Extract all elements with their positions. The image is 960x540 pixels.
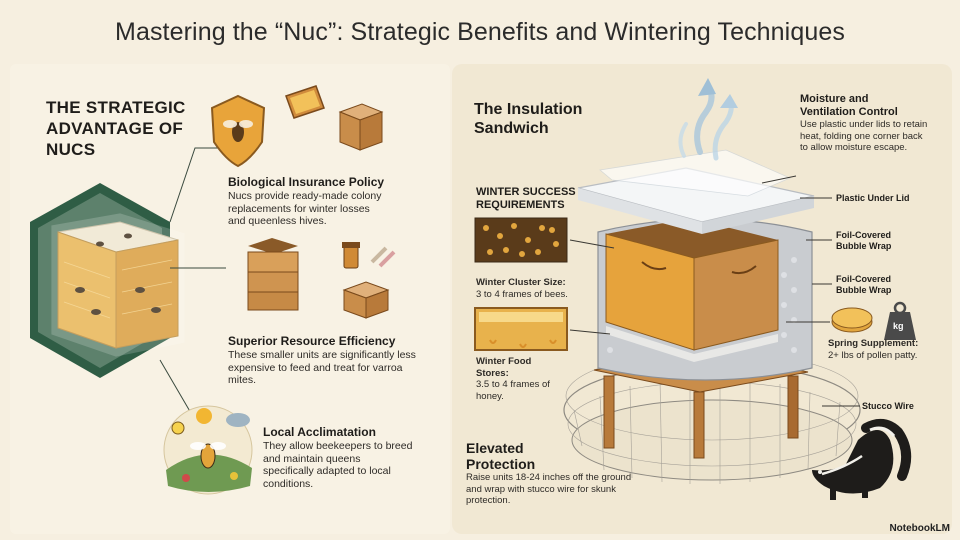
- glass-nuc-box-icon: [51, 213, 185, 357]
- medicine-jar-icon: [342, 242, 396, 269]
- nuc-box-icon: [338, 103, 384, 151]
- stucco-wire-label: Stucco Wire: [862, 401, 914, 411]
- insulation-sandwich-heading: The Insulation Sandwich: [474, 101, 583, 137]
- skunk-icon: [812, 418, 912, 500]
- feature-body: These smaller units are significantly le…: [228, 349, 416, 386]
- honey-frame-icon: [285, 85, 325, 119]
- weight-unit-label: kg: [893, 321, 904, 331]
- moisture-body: Use plastic under lids to retain heat, f…: [800, 119, 928, 153]
- food-title: Winter Food Stores:: [476, 356, 532, 379]
- moisture-title: Moisture and Ventilation Control: [800, 93, 898, 118]
- elevated-protection-block: Elevated Protection Raise units 18-24 in…: [466, 440, 646, 507]
- supplement-body: 2+ lbs of pollen patty.: [828, 349, 918, 361]
- cluster-body: 3 to 4 frames of bees.: [476, 288, 568, 300]
- winter-requirements-heading: WINTER SUCCESS REQUIREMENTS: [476, 186, 576, 211]
- cluster-title: Winter Cluster Size:: [476, 277, 566, 288]
- pollen-patty-icon: [831, 307, 873, 333]
- plastic-under-lid-icon: [577, 149, 815, 234]
- shield-bee-icon: [210, 94, 266, 168]
- feature-body: They allow beekeepers to breed and maint…: [263, 440, 413, 490]
- small-nuc-box-icon: [342, 281, 390, 319]
- food-stores-block: Winter Food Stores: 3.5 to 4 frames of h…: [476, 356, 566, 402]
- foil-wrap-label-1: Foil-Covered Bubble Wrap: [836, 230, 892, 251]
- feature-title: Local Acclimatation: [263, 425, 376, 439]
- strategic-advantage-heading: THE STRATEGIC ADVANTAGE OF NUCS: [46, 98, 186, 159]
- right-connectors: [569, 175, 860, 407]
- foil-wrap-label-2: Foil-Covered Bubble Wrap: [836, 274, 892, 295]
- page-title: Mastering the “Nuc”: Strategic Benefits …: [115, 18, 845, 46]
- local-bee-garden-icon: [163, 405, 253, 495]
- moisture-control-block: Moisture and Ventilation Control Use pla…: [800, 93, 950, 154]
- feature-title: Superior Resource Efficiency: [228, 334, 396, 348]
- feature-acclimatation: Local Acclimatation They allow beekeeper…: [263, 425, 423, 490]
- moisture-escape-arrows-icon: [678, 78, 738, 161]
- feature-title: Biological Insurance Policy: [228, 175, 385, 189]
- elevated-body: Raise units 18-24 inches off the ground …: [466, 472, 632, 506]
- feature-efficiency: Superior Resource Efficiency These small…: [228, 334, 428, 387]
- supplement-title: Spring Supplement:: [828, 338, 919, 349]
- elevated-title: Elevated Protection: [466, 440, 536, 472]
- feature-body: Nucs provide ready-made colony replaceme…: [228, 190, 382, 227]
- weight-icon: [884, 301, 916, 340]
- winter-cluster-icon: [474, 217, 568, 263]
- winter-food-frame-icon: [474, 307, 568, 351]
- feature-insurance: Biological Insurance Policy Nucs provide…: [228, 175, 418, 228]
- cluster-size-block: Winter Cluster Size: 3 to 4 frames of be…: [476, 277, 586, 300]
- hive-box-icon: [605, 218, 779, 362]
- plastic-lid-label: Plastic Under Lid: [836, 193, 910, 203]
- food-body: 3.5 to 4 frames of honey.: [476, 379, 550, 402]
- stacked-hive-icon: [247, 238, 299, 311]
- notebooklm-branding: NotebookLM: [889, 523, 950, 534]
- spring-supplement-block: Spring Supplement: 2+ lbs of pollen patt…: [828, 338, 948, 361]
